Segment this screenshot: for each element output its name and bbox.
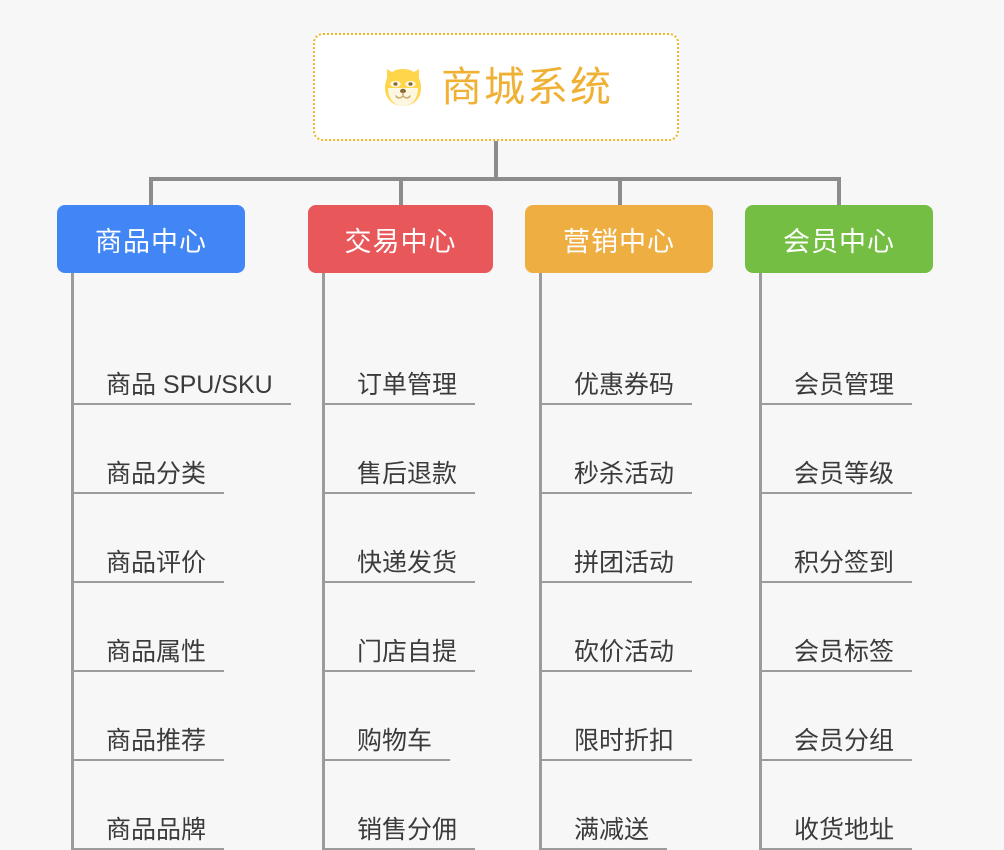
- list-item[interactable]: 拼团活动: [542, 494, 713, 583]
- branch-column-member-center: 会员中心 会员管理 会员等级 积分签到 会员标签 会员分组: [745, 205, 933, 850]
- list-item[interactable]: 收货地址: [762, 761, 933, 850]
- leaf-label: 砍价活动: [542, 639, 674, 673]
- leaf-list-trade-center: 订单管理 售后退款 快递发货 门店自提 购物车 销售分佣: [322, 273, 493, 850]
- list-item[interactable]: 满减送: [542, 761, 713, 850]
- leaf-label: 会员管理: [762, 372, 894, 406]
- leaf-label: 限时折扣: [542, 728, 674, 762]
- branch-column-product-center: 商品中心 商品 SPU/SKU 商品分类 商品评价 商品属性 商品推荐: [57, 205, 245, 850]
- category-label: 商品中心: [95, 220, 207, 259]
- leaf-list-member-center: 会员管理 会员等级 积分签到 会员标签 会员分组 收货地址: [759, 273, 933, 850]
- list-item[interactable]: 商品推荐: [74, 672, 245, 761]
- list-item[interactable]: 售后退款: [325, 405, 493, 494]
- leaf-label: 商品分类: [74, 461, 206, 495]
- leaf-label: 门店自提: [325, 639, 457, 673]
- category-box-product-center[interactable]: 商品中心: [57, 205, 245, 273]
- leaf-label: 优惠券码: [542, 372, 674, 406]
- list-item[interactable]: 订单管理: [325, 273, 493, 405]
- leaf-list-product-center: 商品 SPU/SKU 商品分类 商品评价 商品属性 商品推荐 商品品牌: [71, 273, 245, 850]
- list-item[interactable]: 会员管理: [762, 273, 933, 405]
- list-item[interactable]: 商品分类: [74, 405, 245, 494]
- branch-column-marketing-center: 营销中心 优惠券码 秒杀活动 拼团活动 砍价活动 限时折扣: [525, 205, 713, 850]
- list-item[interactable]: 门店自提: [325, 583, 493, 672]
- category-box-marketing-center[interactable]: 营销中心: [525, 205, 713, 273]
- leaf-label: 秒杀活动: [542, 461, 674, 495]
- leaf-label: 满减送: [542, 817, 649, 850]
- category-label: 会员中心: [783, 220, 895, 259]
- list-item[interactable]: 商品属性: [74, 583, 245, 672]
- leaf-label: 销售分佣: [325, 817, 457, 850]
- list-item[interactable]: 会员标签: [762, 583, 933, 672]
- shiba-dog-face-icon: [379, 63, 427, 111]
- leaf-label: 会员标签: [762, 639, 894, 673]
- list-item[interactable]: 秒杀活动: [542, 405, 713, 494]
- leaf-label: 商品推荐: [74, 728, 206, 762]
- category-label: 交易中心: [345, 220, 457, 259]
- root-title: 商城系统: [441, 67, 613, 108]
- category-box-trade-center[interactable]: 交易中心: [308, 205, 493, 273]
- connector-drop-4: [837, 177, 841, 207]
- connector-horizontal-bus: [149, 177, 841, 181]
- list-item[interactable]: 积分签到: [762, 494, 933, 583]
- leaf-label: 商品品牌: [74, 817, 206, 850]
- list-item[interactable]: 销售分佣: [325, 761, 493, 850]
- root-node[interactable]: 商城系统: [313, 33, 679, 141]
- branch-column-trade-center: 交易中心 订单管理 售后退款 快递发货 门店自提 购物车: [308, 205, 493, 850]
- leaf-label: 快递发货: [325, 550, 457, 584]
- leaf-label: 拼团活动: [542, 550, 674, 584]
- leaf-label: 商品 SPU/SKU: [74, 372, 273, 406]
- list-item[interactable]: 购物车: [325, 672, 493, 761]
- leaf-label: 售后退款: [325, 461, 457, 495]
- category-box-member-center[interactable]: 会员中心: [745, 205, 933, 273]
- list-item[interactable]: 商品 SPU/SKU: [74, 273, 245, 405]
- list-item[interactable]: 会员等级: [762, 405, 933, 494]
- leaf-label: 会员等级: [762, 461, 894, 495]
- leaf-label: 收货地址: [762, 817, 894, 850]
- leaf-list-marketing-center: 优惠券码 秒杀活动 拼团活动 砍价活动 限时折扣 满减送: [539, 273, 713, 850]
- list-item[interactable]: 商品品牌: [74, 761, 245, 850]
- connector-drop-1: [149, 177, 153, 207]
- connector-drop-3: [618, 177, 622, 207]
- list-item[interactable]: 砍价活动: [542, 583, 713, 672]
- leaf-label: 商品属性: [74, 639, 206, 673]
- leaf-label: 会员分组: [762, 728, 894, 762]
- list-item[interactable]: 会员分组: [762, 672, 933, 761]
- connector-drop-2: [399, 177, 403, 207]
- list-item[interactable]: 限时折扣: [542, 672, 713, 761]
- leaf-label: 商品评价: [74, 550, 206, 584]
- leaf-label: 订单管理: [325, 372, 457, 406]
- list-item[interactable]: 商品评价: [74, 494, 245, 583]
- list-item[interactable]: 快递发货: [325, 494, 493, 583]
- category-label: 营销中心: [563, 220, 675, 259]
- leaf-label: 购物车: [325, 728, 432, 762]
- leaf-label: 积分签到: [762, 550, 894, 584]
- connector-root-stem: [494, 141, 498, 178]
- list-item[interactable]: 优惠券码: [542, 273, 713, 405]
